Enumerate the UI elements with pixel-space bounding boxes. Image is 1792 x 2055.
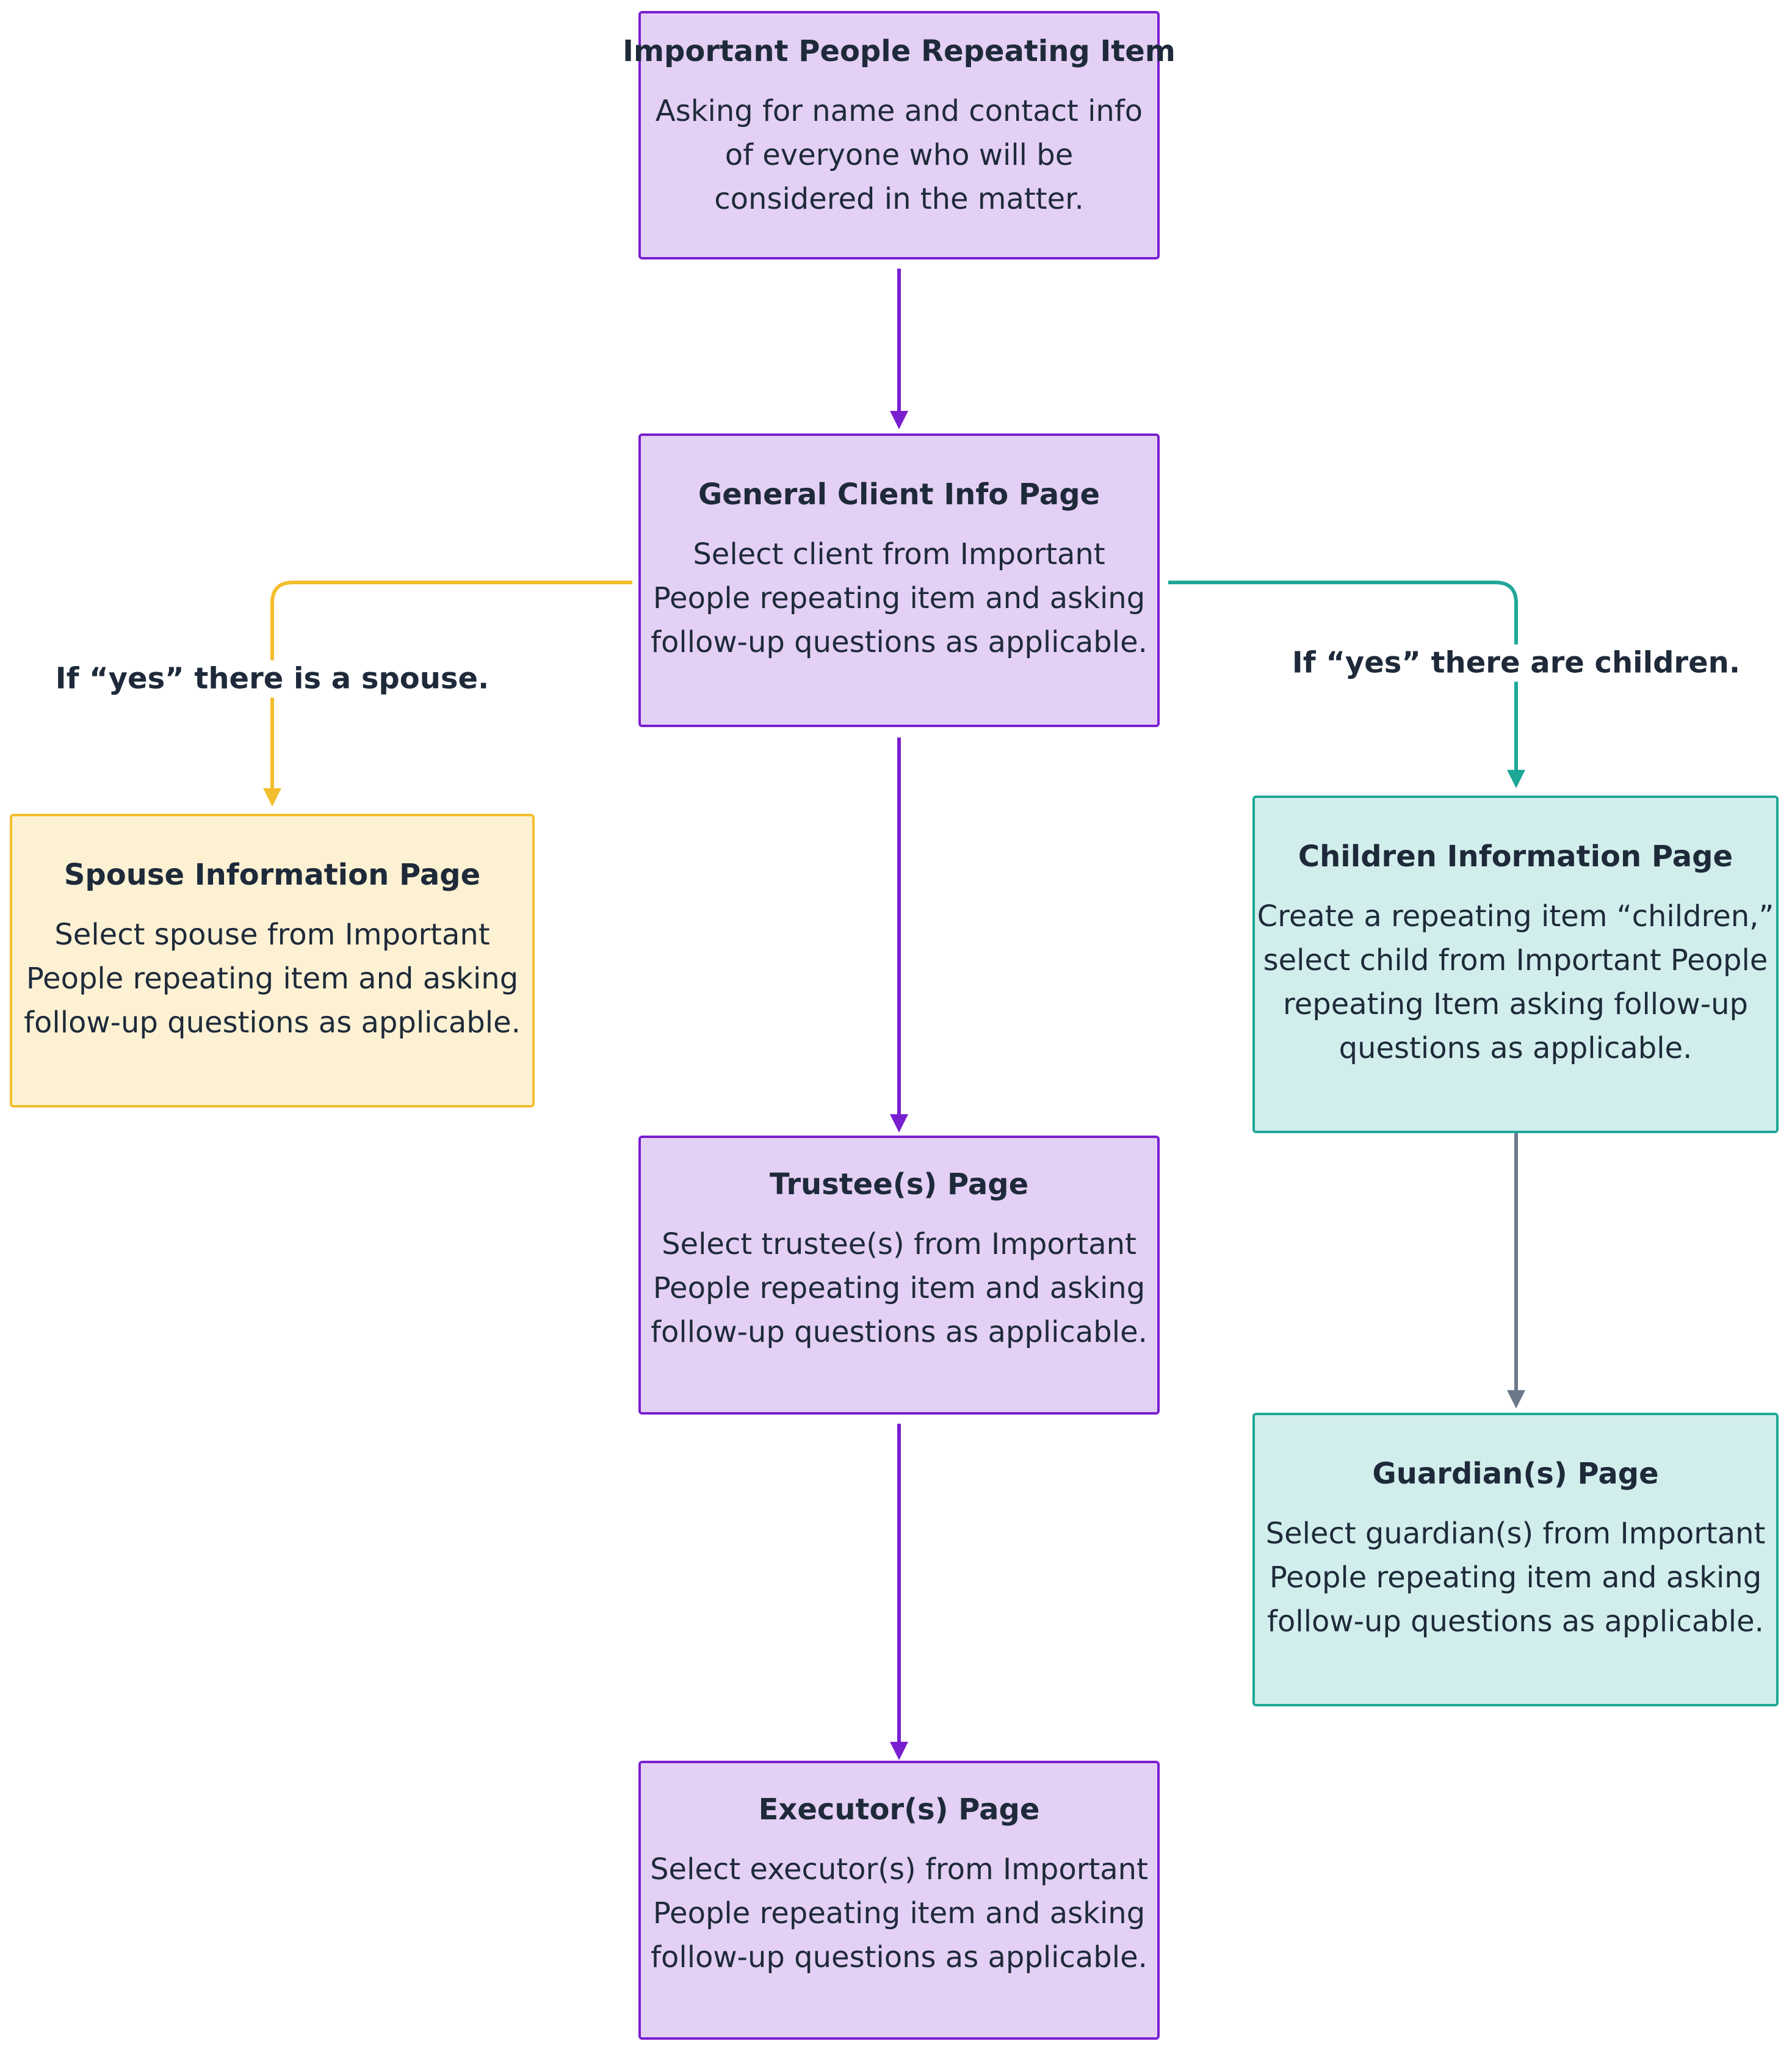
general-client-node: General Client Info Page Select client f…: [638, 433, 1160, 727]
node-description: Create a repeating item “children,” sele…: [1257, 899, 1774, 1065]
node-description: Select guardian(s) from Important People…: [1265, 1516, 1766, 1639]
node-description: Select executor(s) from Important People…: [650, 1852, 1148, 1974]
node-description: Asking for name and contact info of ever…: [655, 93, 1143, 216]
node-description: Select spouse from Important People repe…: [24, 917, 521, 1040]
spouse-condition-label: If “yes” there is a spouse.: [49, 660, 496, 698]
node-title: Trustee(s) Page: [769, 1167, 1029, 1201]
node-title: Important People Repeating Item: [623, 34, 1176, 68]
spouse-node: Spouse Information Page Select spouse fr…: [10, 814, 535, 1107]
important-people-node: Important People Repeating Item Asking f…: [623, 11, 1176, 259]
node-title: Spouse Information Page: [63, 858, 481, 892]
node-title: Guardian(s) Page: [1372, 1457, 1659, 1491]
node-description: Select trustee(s) from Important People …: [651, 1227, 1147, 1349]
guardian-node: Guardian(s) Page Select guardian(s) from…: [1252, 1413, 1779, 1706]
executor-node: Executor(s) Page Select executor(s) from…: [638, 1761, 1160, 2040]
trustee-node: Trustee(s) Page Select trustee(s) from I…: [638, 1136, 1160, 1415]
node-title: General Client Info Page: [698, 477, 1100, 512]
node-description: Select client from Important People repe…: [651, 537, 1147, 659]
children-condition-label: If “yes” there are children.: [1285, 644, 1747, 682]
node-title: Executor(s) Page: [758, 1792, 1040, 1827]
edge-general-to-children: [1168, 581, 1525, 788]
edge-general-to-spouse: [263, 581, 632, 806]
node-title: Children Information Page: [1298, 839, 1733, 874]
children-node: Children Information Page Create a repea…: [1252, 796, 1779, 1133]
